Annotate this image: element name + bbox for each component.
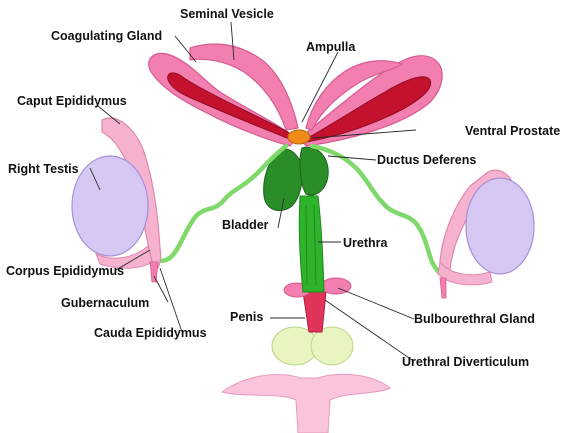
urethral-diverticulum-right-lobe bbox=[311, 327, 353, 365]
label-bulbourethral-gland: Bulbourethral Gland bbox=[414, 312, 535, 326]
label-cauda-epididymus: Cauda Epididymus bbox=[94, 326, 207, 340]
label-seminal-vesicle: Seminal Vesicle bbox=[180, 7, 274, 21]
penis-shape bbox=[303, 292, 326, 332]
right-testis-shape bbox=[72, 156, 148, 256]
ventral-prostate-shape bbox=[288, 130, 310, 144]
ductus-deferens-left bbox=[150, 146, 286, 261]
label-coagulating-gland: Coagulating Gland bbox=[51, 29, 162, 43]
left-testis-shape bbox=[466, 178, 534, 274]
label-caput-epididymus: Caput Epididymus bbox=[17, 94, 127, 108]
label-gubernaculum: Gubernaculum bbox=[61, 296, 149, 310]
label-bladder: Bladder bbox=[222, 218, 269, 232]
body-base-shape bbox=[222, 374, 390, 433]
label-penis: Penis bbox=[230, 310, 263, 324]
gubernaculum-left bbox=[150, 262, 158, 282]
gubernaculum-right bbox=[440, 278, 446, 298]
label-right-testis: Right Testis bbox=[8, 162, 79, 176]
label-ductus-deferens: Ductus Deferens bbox=[377, 153, 476, 167]
label-urethra: Urethra bbox=[343, 236, 389, 250]
label-urethral-diverticulum: Urethral Diverticulum bbox=[402, 355, 529, 369]
bladder-right-lobe bbox=[300, 147, 328, 195]
urethra-shape bbox=[299, 196, 324, 292]
label-ampulla: Ampulla bbox=[306, 40, 356, 54]
label-corpus-epididymus: Corpus Epididymus bbox=[6, 264, 124, 278]
label-ventral-prostate: Ventral Prostate bbox=[465, 124, 560, 138]
